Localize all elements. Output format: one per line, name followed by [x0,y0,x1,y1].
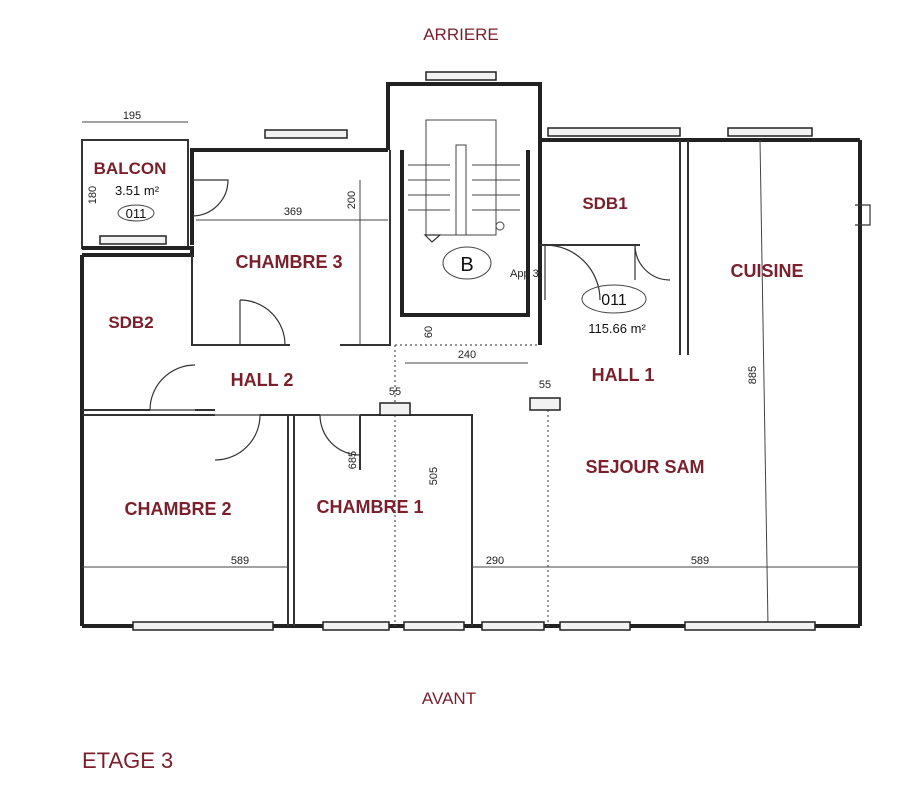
room-label-chambre1: CHAMBRE 1 [316,497,423,517]
doors [149,179,871,461]
balcony-code-badge [117,204,155,222]
stair-letter: B [460,254,473,276]
dimension-balcony-depth: 180 [87,186,99,204]
room-label-sejour: SEJOUR SAM [585,457,704,477]
orientation-top-label: ARRIERE [423,25,499,44]
apartment-label: App 3 [510,268,539,280]
window [559,621,631,631]
dimension-lines [82,121,860,568]
dimension-corridor-depth: 60 [423,326,435,338]
dimension-chambre3-width: 369 [284,206,302,218]
dimension-cuisine-depth: 885 [747,366,759,384]
apartment-code: 011 [601,292,627,309]
dimension-corridor-length: 505 [428,467,440,485]
dimension-niche-left: 55 [389,386,401,398]
orientation-bottom-label: AVANT [422,689,476,708]
staircase: B App 3 [408,119,539,280]
floor-label: ETAGE 3 [82,748,173,773]
window [547,127,681,137]
dimension-chambre1-depth: 685 [347,451,359,469]
room-label-hall1: HALL 1 [592,365,655,385]
window [322,621,390,631]
windows [99,71,816,631]
window [264,129,348,139]
window [132,621,274,631]
window [684,621,816,631]
window [99,235,167,245]
dimension-corridor-width: 240 [458,349,476,361]
dimension-niche-right: 55 [539,379,551,391]
room-label-sdb2: SDB2 [108,313,153,332]
dotted-guides [394,344,549,626]
balcony-code: 011 [126,206,147,221]
interior-walls [82,139,769,627]
dimension-balcony-width: 195 [123,110,141,122]
niches [379,397,561,416]
dimension-sejour-width: 589 [691,555,709,567]
window [481,621,545,631]
balcony-area: 3.51 m² [115,183,160,198]
room-label-sdb1: SDB1 [582,194,627,213]
window [403,621,465,631]
room-label-hall2: HALL 2 [231,370,294,390]
window [425,71,497,81]
room-label-cuisine: CUISINE [730,261,803,281]
stair-letter-badge [442,246,492,280]
dimension-chambre2-width: 589 [231,555,249,567]
window [727,127,813,137]
room-label-chambre2: CHAMBRE 2 [124,499,231,519]
room-label-chambre3: CHAMBRE 3 [235,252,342,272]
room-label-balcon: BALCON [94,159,167,178]
dimension-chambre3-depth: 200 [346,191,358,209]
apartment-code-badge [581,284,647,314]
dimension-center-width: 290 [486,555,504,567]
apartment-area: 115.66 m² [588,321,646,336]
